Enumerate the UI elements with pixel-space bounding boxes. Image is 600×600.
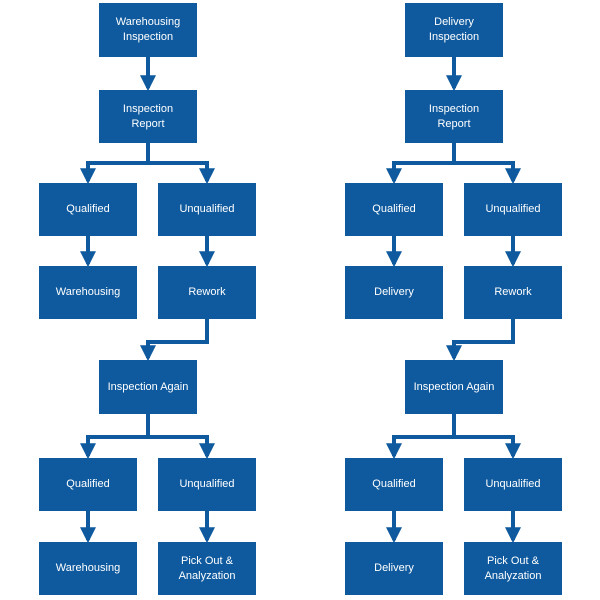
node-label: Pick Out & Analyzation: [484, 554, 542, 582]
node-inspection-report-right: Inspection Report: [405, 90, 503, 143]
arrow-again-to-qualified-right: [386, 414, 456, 460]
node-warehousing-left-1: Warehousing: [39, 266, 137, 319]
node-label: Unqualified: [179, 203, 235, 215]
node-label: Delivery: [374, 562, 414, 574]
node-label: Qualified: [372, 478, 416, 490]
node-inspection-report-left: Inspection Report: [99, 90, 197, 143]
node-label: Unqualified: [485, 478, 541, 490]
node-rework-left: Rework: [158, 266, 256, 319]
node-label: Qualified: [66, 203, 110, 215]
node-label: Unqualified: [179, 478, 235, 490]
node-label: Warehousing Inspection: [115, 16, 181, 43]
node-delivery-inspection: Delivery Inspection: [405, 3, 503, 57]
node-rework-right: Rework: [464, 266, 562, 319]
node-qualified-left-1: Qualified: [39, 183, 137, 236]
arrow-again-to-qualified-left: [80, 414, 150, 460]
node-inspection-again-right: Inspection Again: [405, 360, 503, 414]
node-unqualified-right-1: Unqualified: [464, 183, 562, 236]
node-delivery-right-1: Delivery: [345, 266, 443, 319]
node-label: Warehousing: [55, 286, 121, 298]
node-label: Rework: [494, 286, 532, 298]
node-label: Inspection Again: [107, 380, 189, 393]
node-qualified-right-2: Qualified: [345, 458, 443, 511]
node-warehousing-inspection: Warehousing Inspection: [99, 3, 197, 57]
node-label: Qualified: [66, 478, 110, 490]
node-label: Delivery: [374, 286, 414, 298]
node-label: Inspection Report: [122, 102, 174, 130]
node-label: Delivery Inspection: [428, 16, 480, 43]
node-warehousing-left-2: Warehousing: [39, 542, 137, 595]
node-qualified-right-1: Qualified: [345, 183, 443, 236]
arrow-report-to-qualified-right: [386, 143, 456, 185]
node-pick-out-right: Pick Out & Analyzation: [464, 542, 562, 595]
arrow-again-to-unqualified-right: [454, 435, 521, 460]
arrow-rework-to-inspect-again-right: [446, 319, 515, 362]
node-label: Qualified: [372, 203, 416, 215]
node-qualified-left-2: Qualified: [39, 458, 137, 511]
node-delivery-right-2: Delivery: [345, 542, 443, 595]
node-unqualified-left-1: Unqualified: [158, 183, 256, 236]
arrow-rework-to-inspect-again-left: [140, 319, 209, 362]
node-label: Warehousing: [55, 562, 121, 574]
node-label: Pick Out & Analyzation: [178, 554, 236, 582]
arrow-report-to-qualified-left: [80, 143, 150, 185]
node-label: Inspection Report: [428, 102, 480, 130]
arrow-again-to-unqualified-left: [148, 435, 215, 460]
node-label: Inspection Again: [413, 380, 495, 393]
arrow-report-to-unqualified-left: [148, 161, 215, 185]
node-label: Rework: [188, 286, 226, 298]
node-unqualified-left-2: Unqualified: [158, 458, 256, 511]
node-inspection-again-left: Inspection Again: [99, 360, 197, 414]
arrow-report-to-unqualified-right: [454, 161, 521, 185]
node-pick-out-left: Pick Out & Analyzation: [158, 542, 256, 595]
node-unqualified-right-2: Unqualified: [464, 458, 562, 511]
node-label: Unqualified: [485, 203, 541, 215]
